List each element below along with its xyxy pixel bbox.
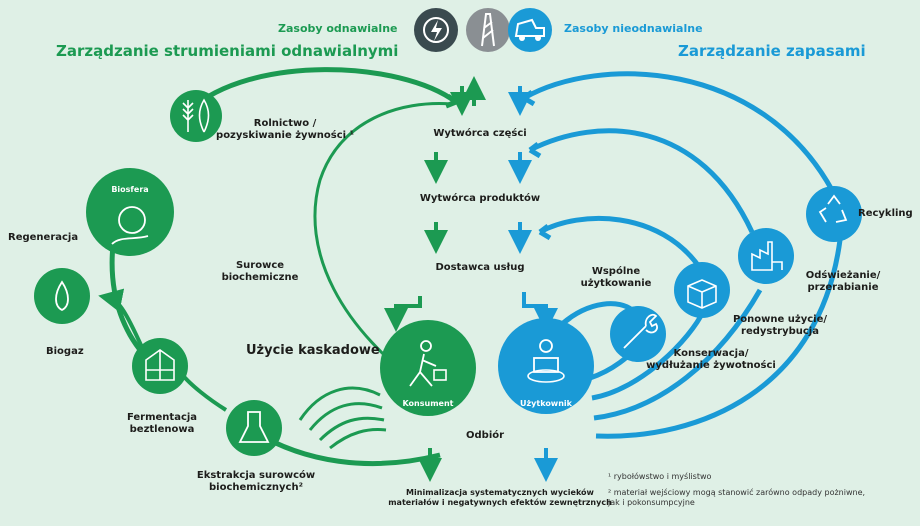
greenhouse-icon <box>132 338 188 394</box>
mining-truck-icon <box>508 8 552 52</box>
energy-icon <box>414 8 458 52</box>
biosphere-label: Biosfera <box>111 185 149 194</box>
walking-person-icon <box>380 320 476 416</box>
footnote-2: ² materiał wejściowy mogą stanowić zarów… <box>608 488 866 507</box>
footnote-1: ¹ rybołówstwo i myślistwo <box>608 472 712 481</box>
anaerobic-digestion-label: Fermentacja beztlenowa <box>126 412 198 435</box>
wrench-icon <box>610 306 666 362</box>
cascades-label: Użycie kaskadowe <box>246 343 380 358</box>
biogas-label: Biogaz <box>46 346 84 357</box>
globe-hand-icon <box>86 168 174 256</box>
biochemical-feedstock-label: Surowce biochemiczne <box>221 260 299 283</box>
service-provider-label: Dostawca usług <box>435 262 525 273</box>
nonrenewable-resources-label: Zasoby nieodnawialne <box>564 22 703 35</box>
extraction-label: Ekstrakcja surowców biochemicznych² <box>196 470 316 493</box>
parts-maker-label: Wytwórca części <box>433 128 527 139</box>
renewable-flows-title: Zarządzanie strumieniami odnawialnymi <box>56 42 399 60</box>
regeneration-label: Regeneracja <box>8 232 79 243</box>
wheat-fish-icon <box>170 90 222 142</box>
recycle-icon <box>806 186 862 242</box>
user-label: Użytkownik <box>520 399 572 408</box>
agriculture-label: Rolnictwo / pozyskiwanie żywności ¹ <box>216 118 354 141</box>
renewable-resources-label: Zasoby odnawialne <box>278 22 398 35</box>
factory-icon <box>738 228 794 284</box>
stock-management-title: Zarządzanie zapasami <box>678 42 866 60</box>
collection-label: Odbiór <box>466 430 505 441</box>
blue-chain-arrows <box>508 86 558 482</box>
flame-drop-icon <box>34 268 90 324</box>
laptop-person-icon <box>498 318 594 414</box>
oil-rig-icon <box>466 8 510 52</box>
flask-icon <box>226 400 282 456</box>
reuse-label: Ponowne użycie/ redystrybucja <box>732 314 828 337</box>
consumer-label: Konsument <box>402 399 454 408</box>
refurbish-label: Odświeżanie/ przerabianie <box>805 270 881 293</box>
minimisation-label: Minimalizacja systematycznych wycieków m… <box>388 488 612 507</box>
sharing-label: Wspólne użytkowanie <box>580 266 652 289</box>
recycling-label: Recykling <box>858 208 913 219</box>
blue-loop-arrows <box>522 71 843 439</box>
product-maker-label: Wytwórca produktów <box>419 193 541 204</box>
green-chain-arrows <box>418 76 486 482</box>
open-box-icon <box>674 262 730 318</box>
maintain-label: Konserwacja/ wydłużanie żywotności <box>646 348 776 371</box>
